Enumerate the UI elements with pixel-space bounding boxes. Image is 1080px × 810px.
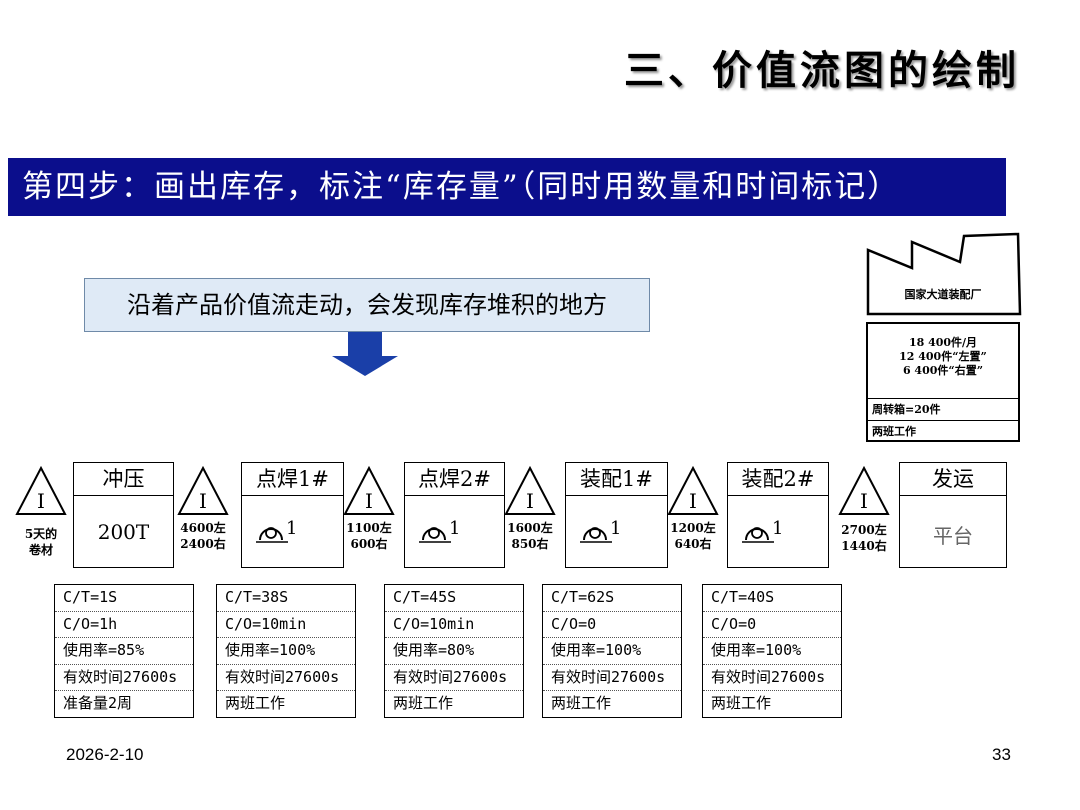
inventory-symbol: I <box>526 489 534 513</box>
inventory-label: 5天的 卷材 <box>14 526 68 558</box>
data-box: C/T=62S C/O=0 使用率=100% 有效时间27600s 两班工作 <box>542 584 682 718</box>
machine-label: 平台 <box>900 520 1006 549</box>
inventory-line: 640右 <box>666 536 720 552</box>
inventory-triangle-icon: I <box>177 466 229 516</box>
data-row: 准备量2周 <box>55 691 193 717</box>
data-row: C/O=10min <box>385 612 523 639</box>
data-row: C/O=1h <box>55 612 193 639</box>
data-row: C/T=1S <box>55 585 193 612</box>
data-row: 使用率=100% <box>217 638 355 665</box>
data-row: C/O=10min <box>217 612 355 639</box>
process-name: 发运 <box>900 463 1006 496</box>
data-row: C/T=40S <box>703 585 841 612</box>
process-name: 装配2# <box>728 463 828 496</box>
data-row: 使用率=80% <box>385 638 523 665</box>
demand-line: 12 400件“左置” <box>868 350 1018 364</box>
inventory-triangle-icon: I <box>504 466 556 516</box>
footer-date: 2026-2-10 <box>66 745 144 765</box>
operator-count: 1 <box>449 518 460 539</box>
inventory-line: 1100左 <box>342 520 396 536</box>
data-row: C/T=38S <box>217 585 355 612</box>
operator-icon <box>578 520 638 546</box>
inventory-line: 850右 <box>503 536 557 552</box>
inventory-line: 4600左 <box>176 520 230 536</box>
process-name: 点焊1# <box>242 463 343 496</box>
inventory-label: 1100左 600右 <box>342 520 396 552</box>
inventory-symbol: I <box>199 489 207 513</box>
inventory-triangle-icon: I <box>15 466 67 516</box>
inventory-label: 1200左 640右 <box>666 520 720 552</box>
page-number: 33 <box>992 745 1011 765</box>
process-box: 装配2# 1 <box>727 462 829 568</box>
process-box: 冲压 200T <box>73 462 174 568</box>
inventory-symbol: I <box>860 489 868 513</box>
data-row: C/T=62S <box>543 585 681 612</box>
data-row: C/O=0 <box>703 612 841 639</box>
inventory-line: 1600左 <box>503 520 557 536</box>
data-box: C/T=1S C/O=1h 使用率=85% 有效时间27600s 准备量2周 <box>54 584 194 718</box>
data-box: C/T=40S C/O=0 使用率=100% 有效时间27600s 两班工作 <box>702 584 842 718</box>
process-box: 点焊2# 1 <box>404 462 505 568</box>
inventory-line: 5天的 <box>14 526 68 542</box>
data-row: 有效时间27600s <box>703 665 841 692</box>
demand-line: 6 400件“右置” <box>868 364 1018 378</box>
data-row: 使用率=100% <box>703 638 841 665</box>
factory-icon <box>864 232 1024 316</box>
data-row: 两班工作 <box>703 691 841 717</box>
operator-icon <box>417 520 477 546</box>
demand-line: 18 400件/月 <box>868 336 1018 350</box>
machine-label: 200T <box>74 520 173 544</box>
process-name: 冲压 <box>74 463 173 496</box>
inventory-triangle-icon: I <box>667 466 719 516</box>
customer-shifts: 两班工作 <box>868 420 1018 442</box>
inventory-line: 2700左 <box>837 522 891 538</box>
inventory-triangle-icon: I <box>838 466 890 516</box>
inventory-line: 1440右 <box>837 538 891 554</box>
data-box: C/T=38S C/O=10min 使用率=100% 有效时间27600s 两班… <box>216 584 356 718</box>
data-row: 有效时间27600s <box>55 665 193 692</box>
data-row: 使用率=85% <box>55 638 193 665</box>
data-row: 使用率=100% <box>543 638 681 665</box>
data-row: 两班工作 <box>543 691 681 717</box>
customer-demand: 18 400件/月 12 400件“左置” 6 400件“右置” <box>868 324 1018 378</box>
operator-icon <box>254 520 314 546</box>
page-title: 三、价值流图的绘制 <box>560 38 1020 96</box>
inventory-label: 1600左 850右 <box>503 520 557 552</box>
process-name: 点焊2# <box>405 463 504 496</box>
operator-count: 1 <box>286 518 297 539</box>
inventory-symbol: I <box>689 489 697 513</box>
data-row: C/O=0 <box>543 612 681 639</box>
inventory-line: 2400右 <box>176 536 230 552</box>
operator-icon <box>740 520 800 546</box>
process-box: 点焊1# 1 <box>241 462 344 568</box>
inventory-triangle-icon: I <box>343 466 395 516</box>
down-arrow-icon <box>330 332 400 378</box>
data-row: 有效时间27600s <box>217 665 355 692</box>
process-box: 装配1# 1 <box>565 462 668 568</box>
inventory-symbol: I <box>365 489 373 513</box>
customer-tray: 周转箱=20件 <box>868 398 1018 420</box>
operator-count: 1 <box>772 518 783 539</box>
inventory-line: 卷材 <box>14 542 68 558</box>
customer-data-box: 18 400件/月 12 400件“左置” 6 400件“右置” 周转箱=20件… <box>866 322 1020 442</box>
inventory-line: 600右 <box>342 536 396 552</box>
data-row: 有效时间27600s <box>543 665 681 692</box>
data-row: C/T=45S <box>385 585 523 612</box>
step-banner: 第四步：画出库存，标注“库存量”（同时用数量和时间标记） <box>8 158 1006 216</box>
inventory-line: 1200左 <box>666 520 720 536</box>
data-box: C/T=45S C/O=10min 使用率=80% 有效时间27600s 两班工… <box>384 584 524 718</box>
data-row: 有效时间27600s <box>385 665 523 692</box>
customer-name: 国家大道装配厂 <box>866 286 1020 302</box>
callout-box: 沿着产品价值流走动，会发现库存堆积的地方 <box>84 278 650 332</box>
inventory-symbol: I <box>37 489 45 513</box>
process-box: 发运 平台 <box>899 462 1007 568</box>
data-row: 两班工作 <box>385 691 523 717</box>
inventory-label: 4600左 2400右 <box>176 520 230 552</box>
process-name: 装配1# <box>566 463 667 496</box>
operator-count: 1 <box>610 518 621 539</box>
data-row: 两班工作 <box>217 691 355 717</box>
inventory-label: 2700左 1440右 <box>837 522 891 554</box>
